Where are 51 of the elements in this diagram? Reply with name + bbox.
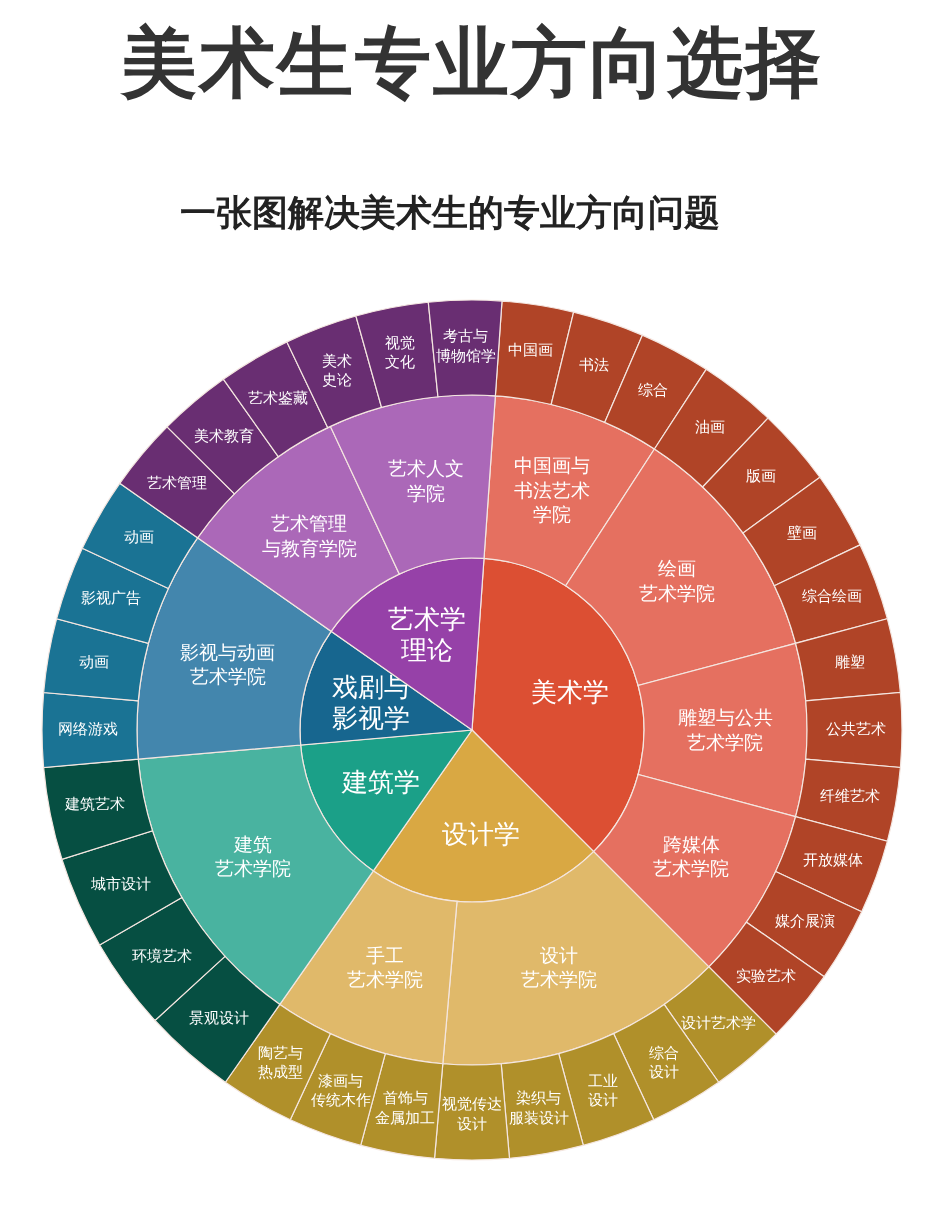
segment-label: 跨媒体艺术学院 — [653, 831, 730, 882]
segment-label: 考古与博物馆学 — [435, 326, 496, 366]
segment-label: 中国画与书法艺术学院 — [514, 453, 591, 528]
segment-label: 设计艺术学院 — [520, 943, 597, 993]
segment-label: 景观设计 — [188, 1008, 249, 1029]
segment-label: 美术教育 — [193, 427, 254, 447]
segment-label: 艺术管理 — [147, 473, 208, 494]
segment-label: 手工艺术学院 — [347, 943, 424, 993]
segment-label: 设计学 — [442, 819, 521, 851]
segment-label: 纤维艺术 — [820, 786, 881, 807]
segment-label: 综合 — [638, 381, 669, 402]
segment-label: 中国画 — [508, 340, 554, 361]
segment-label: 建筑艺术 — [65, 795, 126, 815]
segment-label: 实验艺术 — [736, 967, 797, 987]
segment-label: 网络游戏 — [58, 720, 118, 740]
segment-label: 雕塑 — [835, 653, 866, 674]
segment-label: 城市设计 — [90, 874, 151, 895]
segment-label: 媒介展演 — [774, 912, 835, 932]
segment-label: 影视与动画艺术学院 — [180, 639, 276, 690]
segment-label: 艺术人文学院 — [387, 456, 464, 506]
segment-label: 影视广告 — [81, 588, 142, 609]
segment-label: 建筑学 — [342, 766, 421, 799]
segment-label: 工业设计 — [588, 1071, 619, 1111]
segment-label: 雕塑与公共艺术学院 — [677, 705, 773, 755]
segment-label: 视觉传达设计 — [442, 1094, 502, 1134]
segment-label: 设计艺术学 — [681, 1014, 757, 1034]
segment-label: 公共艺术 — [826, 720, 886, 740]
segment-label: 书法 — [578, 356, 609, 376]
segment-label: 版画 — [745, 467, 776, 487]
segment-label: 美术学 — [531, 677, 610, 709]
segment-label: 艺术鉴藏 — [247, 389, 308, 409]
segment-label: 视觉文化 — [385, 333, 416, 373]
segment-label: 建筑艺术学院 — [214, 831, 291, 882]
segment-label: 开放媒体 — [802, 851, 863, 872]
segment-label: 漆画与传统木作 — [310, 1071, 371, 1111]
segment-label: 动画 — [124, 528, 155, 548]
segment-label: 环境艺术 — [132, 947, 193, 967]
segment-label: 综合绘画 — [802, 587, 863, 607]
segment-label: 动画 — [78, 653, 109, 674]
title: 美术生专业方向选择 — [119, 17, 824, 109]
segment-label: 染织与服装设计 — [508, 1088, 569, 1128]
segment-label: 首饰与金属加工 — [375, 1088, 436, 1128]
segment-label: 壁画 — [787, 523, 817, 544]
segment-label: 艺术管理与教育学院 — [261, 511, 357, 561]
segment-label: 美术史论 — [322, 351, 352, 390]
subtitle: 一张图解决美术生的专业方向问题 — [179, 191, 721, 235]
segment-label: 油画 — [694, 418, 725, 439]
segment-label: 综合设计 — [649, 1043, 679, 1083]
segment-label: 陶艺与热成型 — [257, 1043, 303, 1083]
segment-label: 绘画艺术学院 — [638, 556, 715, 606]
segment-label: 艺术学理论 — [387, 604, 466, 667]
